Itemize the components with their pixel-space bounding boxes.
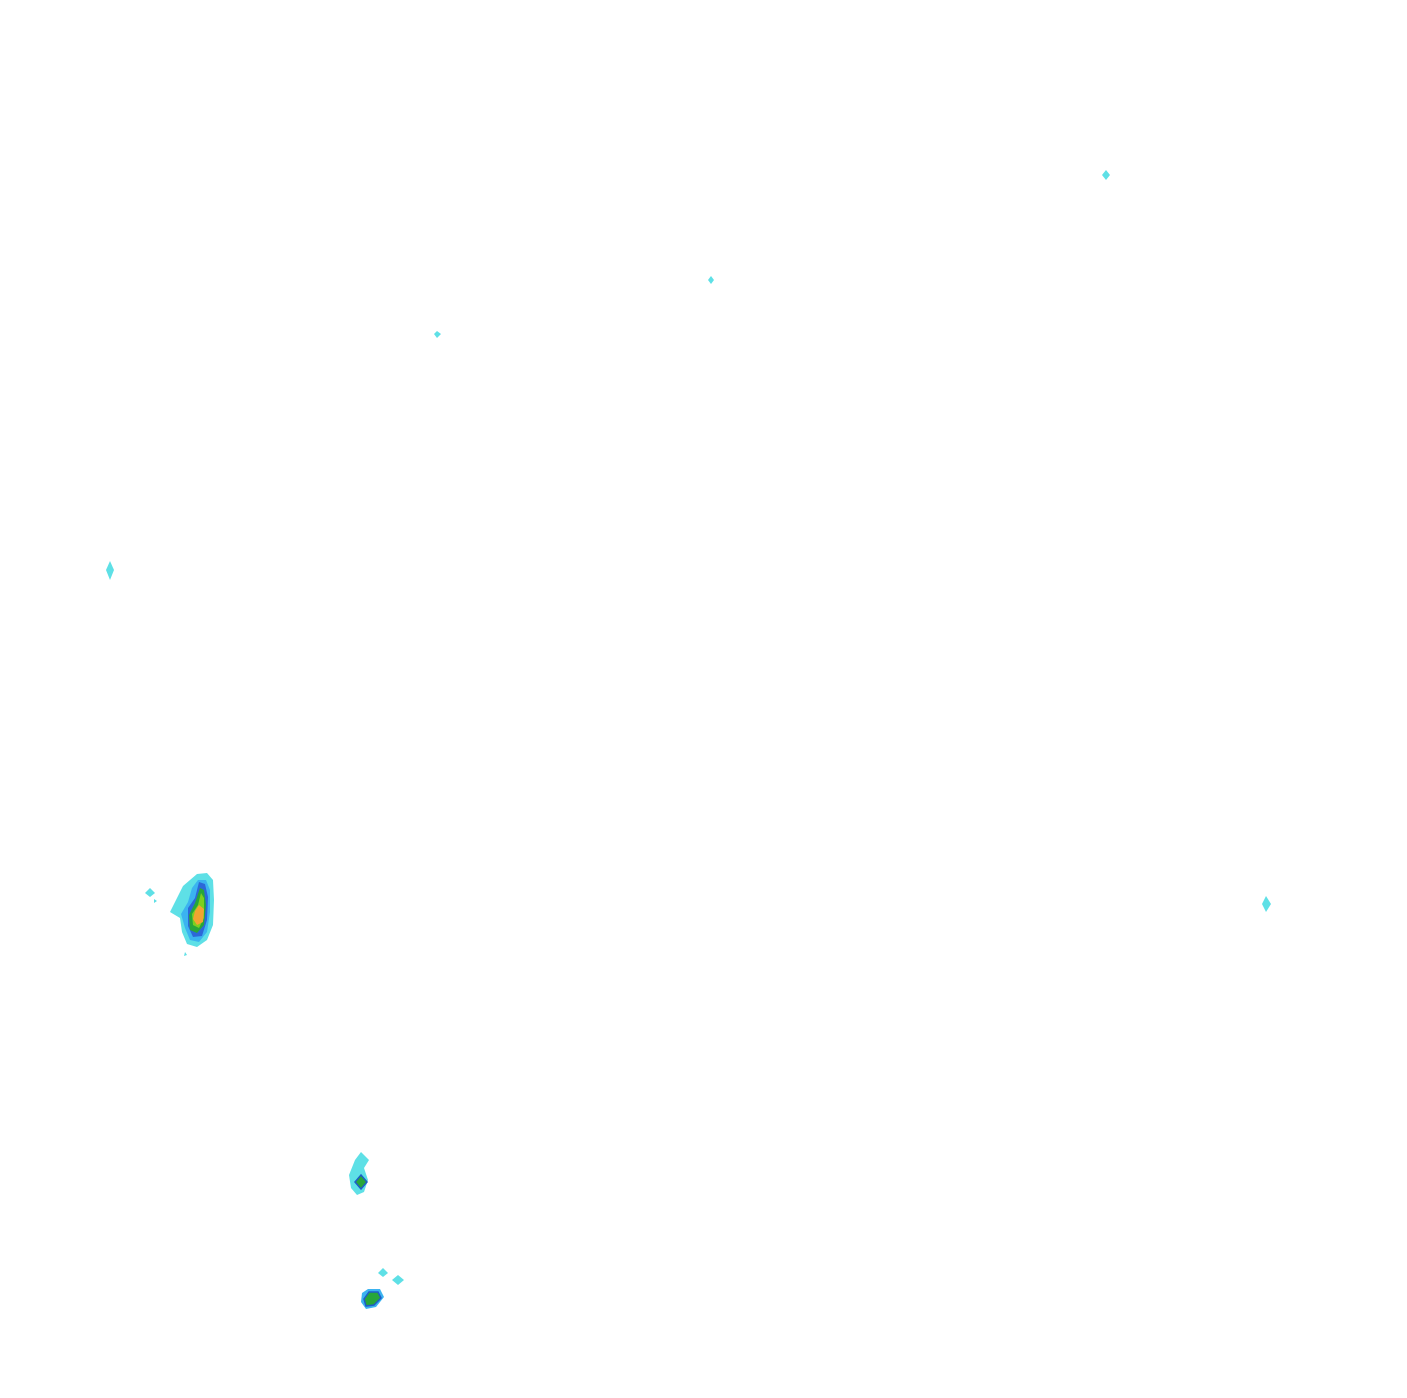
cell-north-west-speck [434, 331, 441, 338]
cell-west-edge-speck [106, 561, 114, 580]
cell-south-lower [361, 1268, 404, 1309]
cell-north-center-speck [708, 276, 714, 284]
cell-east-speck [1262, 896, 1271, 912]
cell-west-core [145, 873, 214, 956]
cell-south-upper [349, 1152, 369, 1195]
cell-northeast-speck [1102, 170, 1110, 180]
